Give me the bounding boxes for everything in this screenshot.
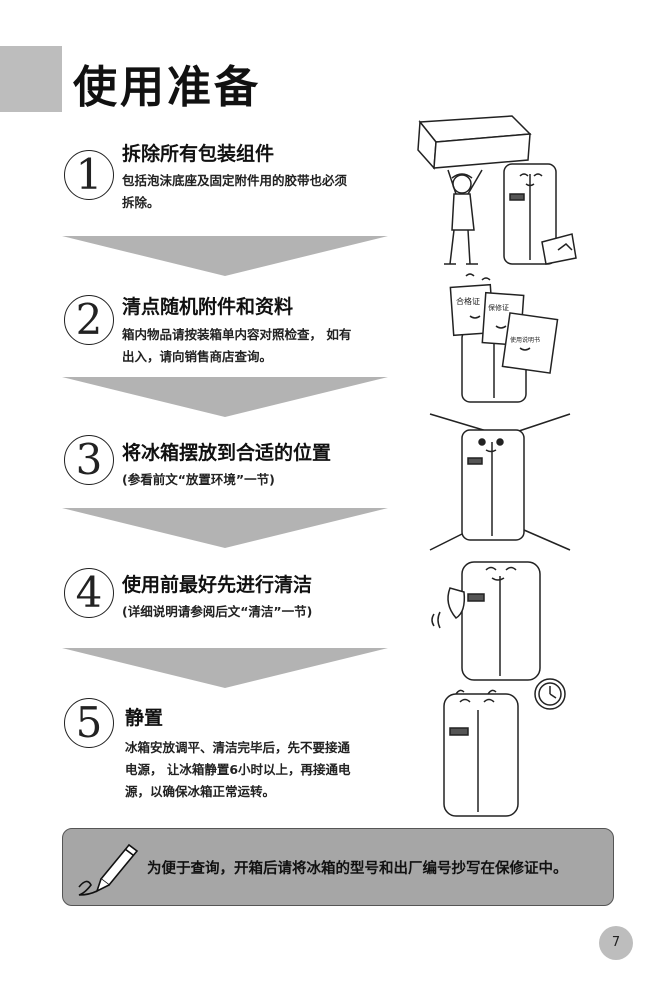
documents-illustration: 合格证 保修证 使用说明书 (449, 273, 559, 403)
step-1-desc: 包括泡沫底座及固定附件用的胶带也必须 拆除。 (122, 170, 347, 214)
section-tab-block (0, 46, 62, 112)
step-1-number: 1 (64, 150, 114, 200)
step-1-desc-line-1: 包括泡沫底座及固定附件用的胶带也必须 (122, 173, 348, 188)
page-title: 使用准备 (73, 62, 261, 113)
step-2-desc: 箱内物品请按装箱单内容对照检查， 如有 出入，请向销售商店查询。 (122, 324, 351, 368)
flow-arrow-3 (62, 508, 388, 548)
cert-label-1: 合格证 (456, 296, 480, 306)
step-2-title: 清点随机附件和资料 (122, 296, 294, 318)
page-number: 7 (599, 926, 633, 960)
placement-illustration (429, 413, 571, 551)
cert-label-3: 使用说明书 (510, 336, 540, 344)
step-5-desc-line-3: 源，以确保冰箱正常运转。 (125, 784, 276, 799)
step-5-desc: 冰箱安放调平、清洁完毕后，先不要接通 电源， 让冰箱静置6小时以上，再接通电 源… (125, 737, 351, 803)
flow-arrow-2 (62, 377, 388, 417)
step-1-title: 拆除所有包装组件 (122, 143, 275, 165)
step-4-number: 4 (64, 568, 114, 618)
pen-icon (78, 843, 139, 896)
step-3-desc: (参看前文“放置环境”一节) (122, 469, 275, 491)
step-2-desc-line-2: 出入，请向销售商店查询。 (122, 349, 273, 364)
cleaning-illustration (431, 561, 541, 681)
step-4-desc: (详细说明请参阅后文“清洁”一节) (122, 601, 312, 623)
step-1-desc-line-2: 拆除。 (122, 195, 160, 210)
step-4-title: 使用前最好先进行清洁 (122, 574, 313, 596)
step-5-desc-line-2: 电源， 让冰箱静置6小时以上，再接通电 (125, 762, 351, 777)
step-5-number: 5 (64, 698, 114, 748)
step-3-number: 3 (64, 435, 114, 485)
flow-arrow-4 (62, 648, 388, 688)
standing-illustration (443, 678, 566, 817)
step-3-desc-line-1: (参看前文“放置环境”一节) (122, 472, 275, 487)
step-2-number: 2 (64, 295, 114, 345)
step-5-desc-line-1: 冰箱安放调平、清洁完毕后，先不要接通 (125, 740, 351, 755)
note-box: 为便于查询，开箱后请将冰箱的型号和出厂编号抄写在保修证中。 (62, 828, 614, 906)
note-text: 为便于查询，开箱后请将冰箱的型号和出厂编号抄写在保修证中。 (147, 861, 568, 877)
step-4-desc-line-1: (详细说明请参阅后文“清洁”一节) (122, 604, 313, 619)
unpacking-illustration (417, 115, 577, 265)
step-5-title: 静置 (125, 707, 164, 729)
cert-label-2: 保修证 (488, 303, 509, 312)
step-2-desc-line-1: 箱内物品请按装箱单内容对照检查， 如有 (122, 327, 352, 342)
flow-arrow-1 (62, 236, 388, 276)
step-3-title: 将冰箱摆放到合适的位置 (122, 442, 332, 464)
